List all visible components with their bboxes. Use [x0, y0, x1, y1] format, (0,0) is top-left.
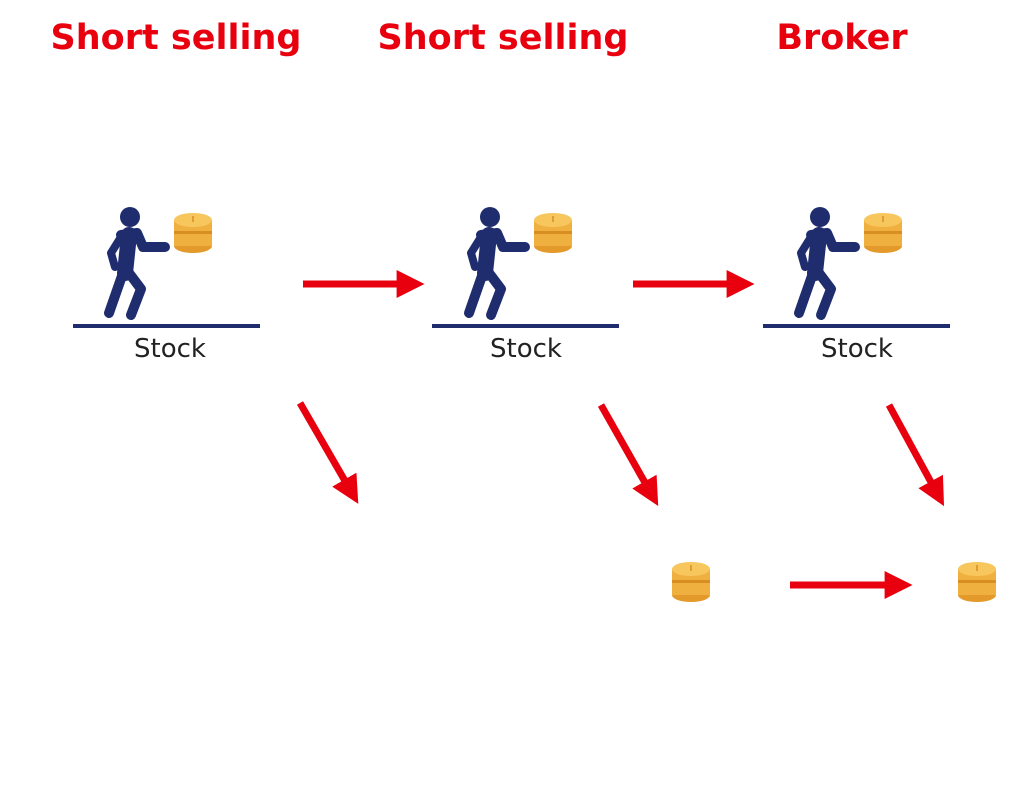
coin-stack-icon [957, 561, 997, 603]
coin-stack-icon [671, 561, 711, 603]
arrow-diagonal-3 [885, 403, 945, 507]
person-icon [799, 207, 855, 315]
person-icon [109, 207, 165, 315]
arrow-diagonal-2 [597, 403, 659, 506]
title-short-selling-1: Short selling [50, 18, 302, 58]
title-short-selling-2: Short selling [377, 18, 629, 58]
stock-label-1: Stock [134, 334, 206, 364]
stock-label-3: Stock [821, 334, 893, 364]
coin-stack-icon [533, 212, 573, 254]
coin-stack-icon [173, 212, 213, 254]
arrow-diagonal-1 [296, 401, 359, 504]
person-icon [469, 207, 525, 315]
stock-label-2: Stock [490, 334, 562, 364]
title-broker: Broker [776, 18, 908, 58]
coin-stack-icon [863, 212, 903, 254]
